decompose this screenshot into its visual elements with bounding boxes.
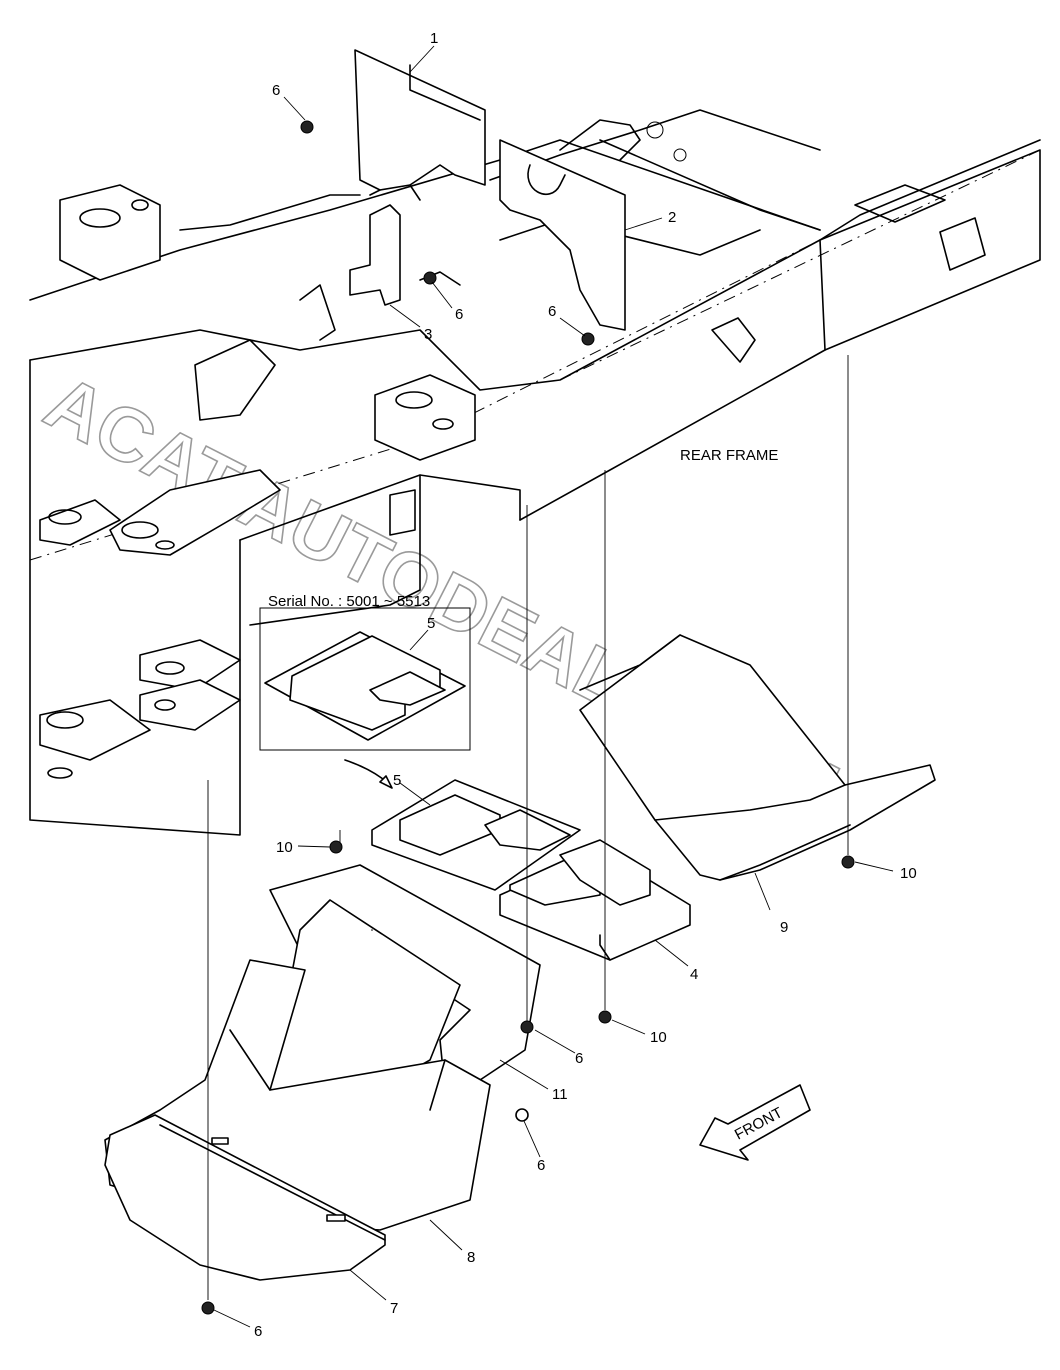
callout-6: 6 — [455, 306, 463, 323]
callout-3: 3 — [424, 326, 432, 343]
callout-1: 1 — [430, 30, 438, 47]
callout-numbers: 1 6 2 3 6 6 REAR FRAME 5 5 10 9 10 4 10 … — [254, 30, 917, 1340]
callout-11: 11 — [552, 1086, 568, 1103]
callout-2: 2 — [668, 209, 676, 226]
bolt-10-icon — [329, 840, 343, 854]
bolts — [201, 120, 855, 1315]
callout-6: 6 — [254, 1323, 262, 1340]
inset-arrow-head — [379, 775, 393, 789]
callout-8: 8 — [467, 1249, 475, 1266]
bolt-10-icon — [841, 855, 855, 869]
callout-6: 6 — [548, 303, 556, 320]
part-9-angled-plate — [579, 634, 936, 881]
bolt-6-icon — [201, 1301, 215, 1315]
bolt-6-icon — [520, 1020, 534, 1034]
callout-9: 9 — [780, 919, 788, 936]
rear-frame-label: REAR FRAME — [680, 447, 778, 464]
inset-frame — [259, 607, 471, 751]
callout-5: 5 — [393, 772, 401, 789]
installation-lines — [207, 355, 849, 1300]
callout-10: 10 — [650, 1029, 667, 1046]
bolt-10-icon — [598, 1010, 612, 1024]
callout-10: 10 — [276, 839, 293, 856]
part-2-side-plate — [499, 139, 626, 331]
bolt-6-icon — [423, 271, 437, 285]
callout-10: 10 — [900, 865, 917, 882]
part-5-cover-plate — [371, 779, 581, 891]
callout-6: 6 — [537, 1157, 545, 1174]
callout-5-inset: 5 — [427, 615, 435, 632]
bolt-6-icon — [515, 1108, 529, 1122]
part-7-skid-plate — [104, 1114, 386, 1281]
callout-6: 6 — [272, 82, 280, 99]
callout-7: 7 — [390, 1300, 398, 1317]
serial-inset: Serial No. : 5001 ~ 5513 — [259, 593, 471, 931]
part-1-cover-plate — [354, 49, 486, 201]
front-direction-arrow: FRONT — [699, 1084, 811, 1161]
callout-4: 4 — [690, 966, 698, 983]
inset-label: Serial No. : 5001 ~ 5513 — [268, 593, 430, 610]
callout-6: 6 — [575, 1050, 583, 1067]
bolt-6-icon — [300, 120, 314, 134]
part-3-bracket — [349, 204, 401, 306]
callout-leaders — [213, 45, 894, 1328]
